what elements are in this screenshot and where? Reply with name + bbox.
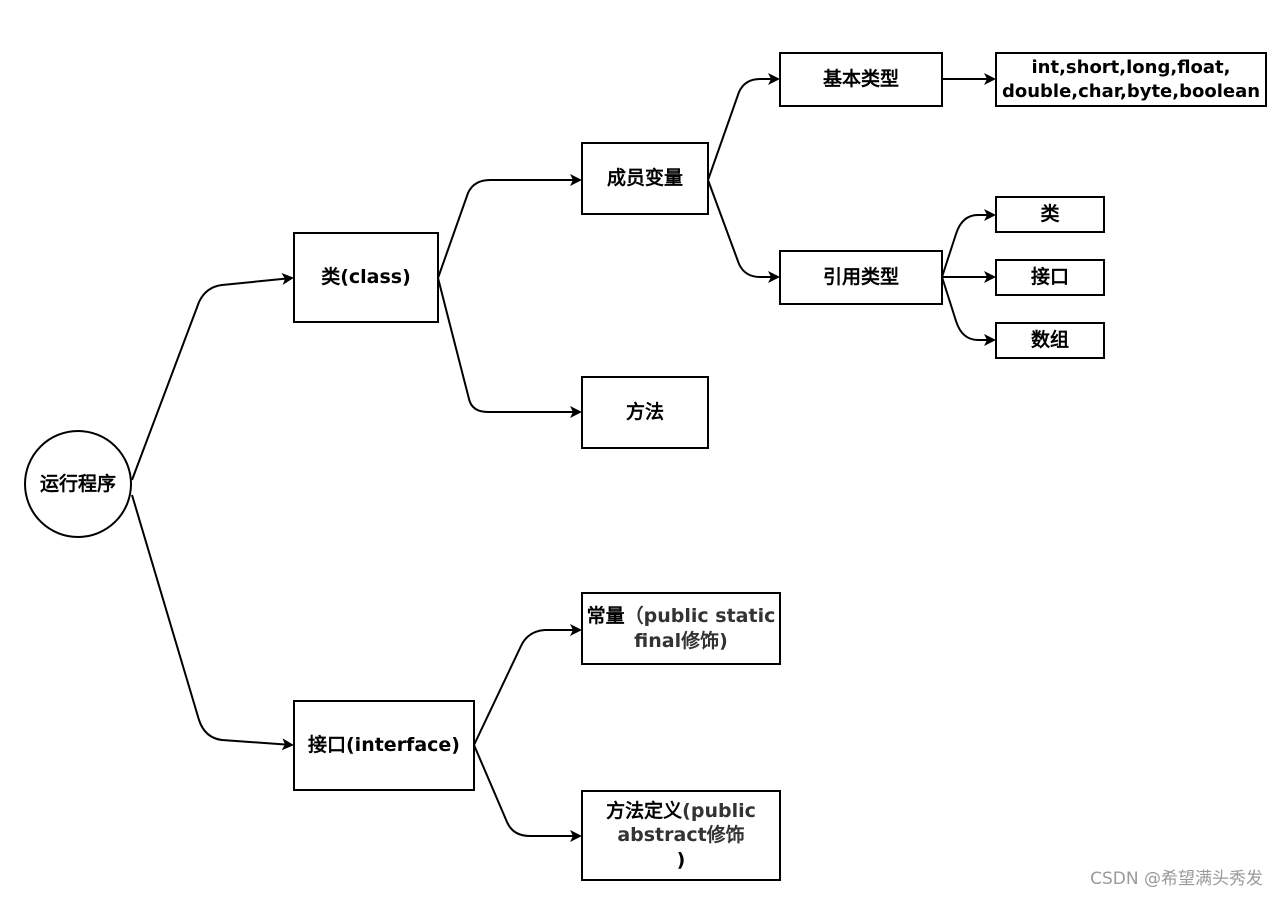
method-definition-sub-label-3: ): [676, 848, 686, 871]
edge-member-ref: [707, 179, 780, 283]
ref-interface-node: 接口: [995, 259, 1105, 296]
basic-type-list-line1: int,short,long,float,: [1031, 57, 1231, 79]
class-node: 类(class): [293, 232, 439, 323]
method-definition-main-label: 方法定义: [606, 800, 683, 823]
constant-line1: 常量（public static: [587, 604, 776, 628]
edge-ref-array: [941, 276, 996, 346]
method-definition-sub-label-2: abstract修饰: [617, 824, 745, 847]
constant-sub-label-2: final修饰): [634, 629, 728, 652]
edge-ref-class: [941, 209, 996, 278]
method-definition-line1: 方法定义(public: [606, 799, 756, 823]
constant-sub-label-1: （public static: [624, 605, 776, 628]
csdn-watermark: CSDN @希望满头秀发: [1090, 869, 1263, 889]
constant-node: 常量（public static final修饰): [581, 592, 781, 665]
ref-array-label: 数组: [1030, 329, 1069, 352]
method-definition-node: 方法定义(public abstract修饰 ): [581, 790, 781, 881]
method-node: 方法: [581, 376, 709, 449]
edge-root-interface: [131, 494, 294, 751]
root-label: 运行程序: [39, 472, 116, 495]
edge-class-member: [437, 174, 582, 279]
member-variable-label: 成员变量: [606, 167, 683, 190]
edge-interface-const: [473, 624, 582, 746]
class-label: 类(class): [321, 266, 411, 289]
ref-array-node: 数组: [995, 322, 1105, 359]
reference-type-node: 引用类型: [779, 250, 943, 305]
reference-type-label: 引用类型: [822, 266, 899, 289]
interface-node: 接口(interface): [293, 700, 475, 791]
edge-root-class: [131, 273, 294, 481]
interface-label: 接口(interface): [308, 734, 460, 757]
basic-type-label: 基本类型: [822, 68, 899, 91]
edge-interface-methoddef: [473, 744, 582, 842]
root-node: 运行程序: [24, 430, 132, 538]
edge-member-basic: [707, 73, 780, 181]
edge-class-method: [437, 277, 582, 418]
ref-class-label: 类: [1040, 203, 1060, 226]
basic-type-node: 基本类型: [779, 52, 943, 107]
member-variable-node: 成员变量: [581, 142, 709, 215]
ref-class-node: 类: [995, 196, 1105, 233]
constant-main-label: 常量: [586, 605, 625, 628]
basic-type-list-line2: double,char,byte,boolean: [1001, 80, 1261, 102]
basic-type-list-node: int,short,long,float, double,char,byte,b…: [995, 52, 1267, 107]
method-label: 方法: [625, 401, 664, 424]
method-definition-sub-label-1: (public: [682, 800, 756, 823]
ref-interface-label: 接口: [1030, 266, 1069, 289]
